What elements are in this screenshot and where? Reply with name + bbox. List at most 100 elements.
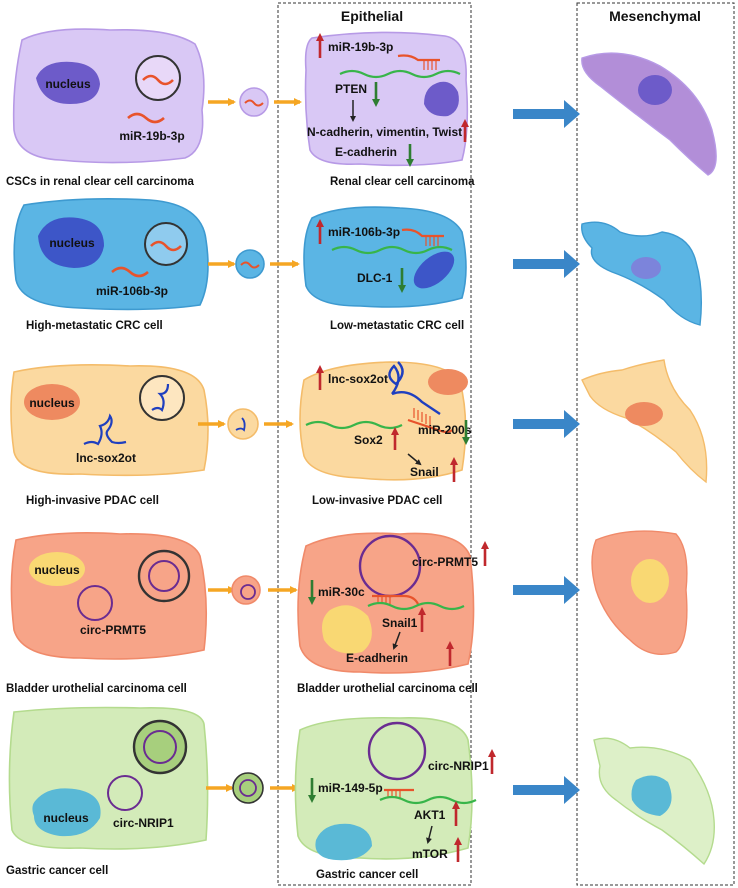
mirna-strand	[407, 418, 453, 434]
mirna-strand	[397, 54, 440, 62]
base-pairing	[423, 60, 437, 70]
nucleus-label: nucleus	[43, 811, 89, 825]
circrna-in-exosome	[143, 730, 177, 764]
emt-arrow	[513, 100, 580, 128]
target-caption: Bladder urothelial carcinoma cell	[297, 683, 478, 695]
mesenchymal-column-frame	[576, 2, 735, 886]
row-gastric: nucleus circ-NRIP1 Gastric cancer cell c…	[6, 706, 715, 881]
target-nucleus	[413, 251, 455, 289]
molecule-label: lnc-sox2ot	[76, 451, 136, 465]
circrna-label: circ-NRIP1	[428, 759, 489, 773]
source-nucleus	[38, 217, 104, 268]
emt-arrow	[513, 576, 580, 604]
effect-arrow	[392, 631, 401, 650]
mesenchymal-nucleus	[631, 257, 661, 279]
source-caption: Bladder urothelial carcinoma cell	[6, 683, 187, 695]
molecule-label: miR-106b-3p	[96, 284, 168, 298]
mesenchymal-nucleus	[625, 402, 663, 426]
target-nucleus	[315, 823, 372, 861]
mrna-strand	[339, 69, 461, 79]
mirna-strand	[240, 261, 260, 269]
source-nucleus	[36, 61, 100, 104]
source-nucleus	[29, 552, 85, 586]
mesenchymal-cell	[581, 52, 717, 176]
mrna-strand	[367, 601, 465, 611]
epithelial-column-frame	[277, 2, 472, 886]
mirna-strand	[127, 112, 165, 124]
target-caption: Gastric cancer cell	[316, 869, 418, 881]
source-nucleus	[24, 384, 80, 420]
row-pdac: nucleus lnc-sox2ot High-invasive PDAC ce…	[10, 359, 708, 507]
circrna-in-vesicle	[240, 584, 256, 600]
exosome-in-cell	[137, 549, 191, 603]
emt-arrow	[513, 776, 580, 804]
exosome-vesicle	[232, 772, 264, 804]
target-gene-label: PTEN	[335, 82, 367, 96]
nucleus-label: nucleus	[34, 563, 80, 577]
target-cell	[304, 31, 469, 167]
epithelial-marker-label: E-cadherin	[346, 651, 408, 665]
mirna-label: miR-149-5p	[318, 781, 383, 795]
exosome-vesicle	[227, 408, 259, 440]
nucleus-label: nucleus	[49, 236, 95, 250]
mirna-strand	[372, 594, 419, 605]
mirna-strand	[111, 266, 149, 278]
mirna-label: miR-30c	[318, 585, 365, 599]
target-cell	[299, 361, 467, 481]
row-crc: nucleus miR-106b-3p High-metastatic CRC …	[13, 197, 703, 332]
target-nucleus	[428, 369, 468, 395]
exosome-in-cell	[144, 222, 188, 266]
emt-arrow	[513, 250, 580, 278]
base-pairing	[425, 236, 439, 246]
epithelial-header: Epithelial	[341, 8, 403, 24]
epithelial-marker-label: E-cadherin	[335, 145, 397, 159]
molecule-label: miR-19b-3p	[119, 129, 184, 143]
exosome-in-cell	[135, 55, 181, 101]
effector-label: mTOR	[412, 847, 448, 861]
mirna-label: miR-200s	[418, 423, 472, 437]
source-caption: High-metastatic CRC cell	[26, 320, 163, 332]
mirna-strand	[142, 74, 174, 86]
row-renal: nucleus miR-19b-3p CSCs in renal clear c…	[6, 28, 717, 188]
target-cell	[294, 716, 473, 860]
mirna-label: miR-106b-3p	[328, 225, 400, 239]
circrna-label: circ-PRMT5	[412, 555, 478, 569]
nucleus-label: nucleus	[45, 77, 91, 91]
lncrna-strand	[83, 413, 127, 446]
circrna-loop	[77, 585, 113, 621]
mirna-strand	[150, 240, 182, 252]
exosome-in-cell	[132, 719, 188, 775]
effect-arrow	[426, 825, 433, 844]
molecule-label: circ-NRIP1	[113, 816, 174, 830]
target-nucleus	[424, 81, 459, 117]
source-nucleus	[32, 788, 101, 837]
base-pairing	[413, 408, 431, 426]
circrna-in-exosome	[148, 560, 180, 592]
lncrna-hairpin	[151, 383, 170, 412]
target-caption: Low-invasive PDAC cell	[312, 495, 442, 507]
nucleus-label: nucleus	[29, 396, 75, 410]
target-gene-label: Sox2	[354, 433, 383, 447]
mrna-strand	[305, 420, 403, 430]
mesenchymal-nucleus	[631, 775, 672, 816]
mirna-strand	[401, 228, 444, 238]
mesenchymal-header: Mesenchymal	[609, 8, 701, 24]
mrna-strand	[331, 245, 453, 255]
target-gene-label: AKT1	[414, 808, 446, 822]
circrna-loop	[107, 775, 143, 811]
target-nucleus	[322, 605, 372, 654]
mesenchymal-nucleus	[638, 75, 672, 105]
mesenchymal-nucleus	[631, 559, 669, 603]
row-bladder: nucleus circ-PRMT5 Bladder urothelial ca…	[6, 530, 688, 695]
lncrna-label: lnc-sox2ot	[328, 372, 388, 386]
mirna-label: miR-19b-3p	[328, 40, 393, 54]
lncrna-helix	[388, 361, 441, 415]
target-caption: Renal clear cell carcinoma	[330, 176, 475, 188]
source-caption: Gastric cancer cell	[6, 865, 108, 877]
circrna-in-vesicle	[239, 779, 257, 797]
circrna-loop	[367, 721, 427, 781]
target-gene-label: DLC-1	[357, 271, 393, 285]
source-caption: CSCs in renal clear cell carcinoma	[6, 176, 195, 188]
lncrna-hairpin	[235, 417, 246, 432]
effector-label: Snail	[410, 465, 439, 479]
